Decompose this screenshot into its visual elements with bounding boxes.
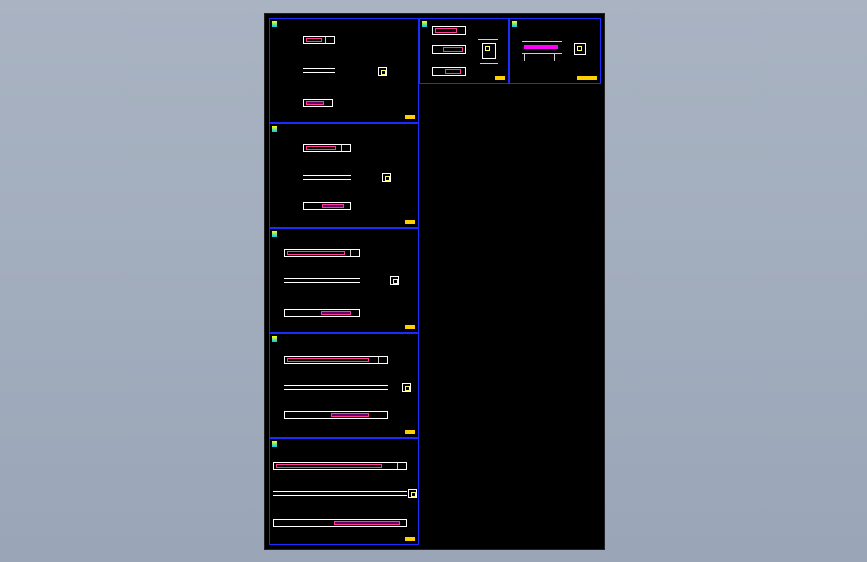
assembly-detail-line [480,63,498,64]
layout-frame-line [522,41,562,42]
front-view-part [303,175,351,180]
layout-detail-view [574,43,586,55]
title-block-stamp [405,325,415,329]
sheet-corner-icon [272,336,277,342]
sheet-corner-icon [422,21,427,27]
title-block-stamp [577,76,597,80]
top-view-part [284,249,360,257]
section-view [402,383,411,392]
top-view-part [284,356,388,364]
front-view-part [284,278,360,283]
bottom-view-part [303,99,333,107]
drawing-sheet-2[interactable] [269,123,419,228]
sheet-corner-icon [272,21,277,27]
drawing-sheet-3[interactable] [269,228,419,333]
layout-leg [554,53,555,61]
layout-highlight-bar [524,45,558,49]
assembly-detail-line [478,39,498,40]
title-block-stamp [405,115,415,119]
drawing-sheet-layout[interactable] [509,18,601,84]
section-view [378,67,387,76]
sheet-corner-icon [272,231,277,237]
layout-frame-line [522,53,562,54]
front-view-part [273,491,407,496]
title-block-stamp [495,76,505,80]
title-block-stamp [405,220,415,224]
sheet-corner-icon [272,126,277,132]
assembly-bottom-part [432,67,466,76]
bottom-view-part [303,202,351,210]
assembly-mid-part [432,45,466,54]
bottom-view-part [273,519,407,527]
drawing-sheet-5[interactable] [269,438,419,545]
sheet-corner-icon [272,441,277,447]
section-view [382,173,391,182]
top-view-part [303,36,335,44]
sheet-corner-icon [512,21,517,27]
layout-leg [524,53,525,61]
drawing-sheet-assembly[interactable] [419,18,509,84]
bottom-view-part [284,309,360,317]
section-view [390,276,399,285]
assembly-detail-view [482,43,496,59]
front-view-part [303,68,335,73]
bottom-view-part [284,411,388,419]
section-view [408,489,417,498]
front-view-part [284,385,388,390]
title-block-stamp [405,430,415,434]
top-view-part [303,144,351,152]
top-view-part [273,462,407,470]
title-block-stamp [405,537,415,541]
drawing-canvas[interactable] [264,13,605,550]
assembly-top-part [432,26,466,35]
drawing-sheet-4[interactable] [269,333,419,438]
drawing-sheet-1[interactable] [269,18,419,123]
